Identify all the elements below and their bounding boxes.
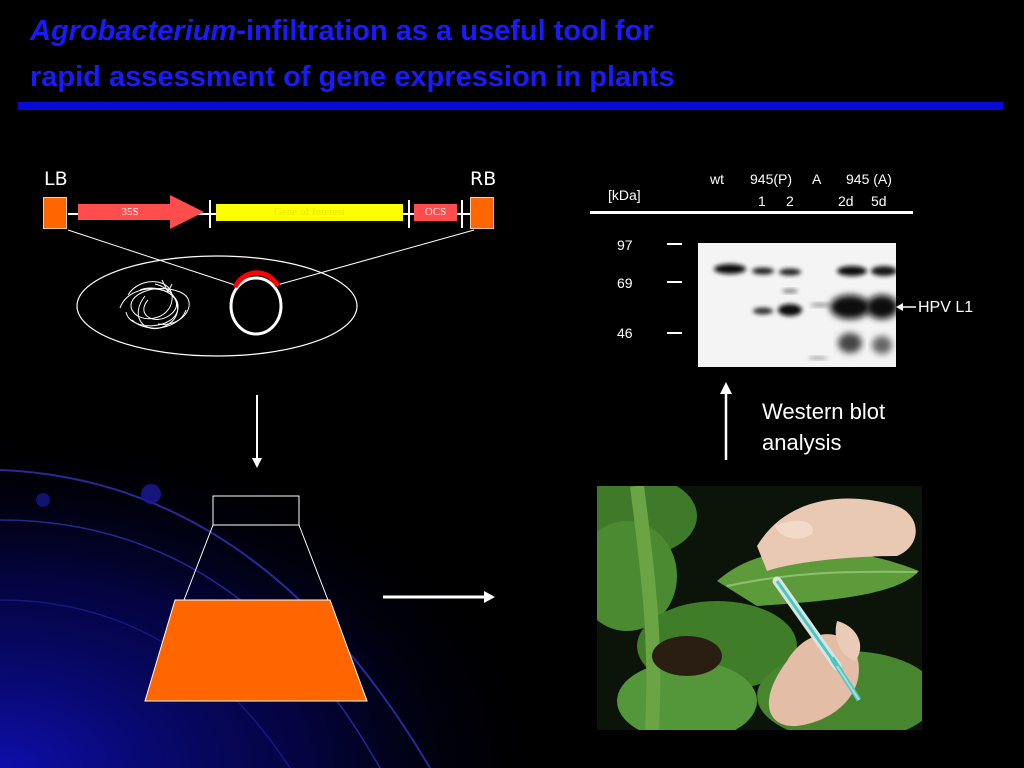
left-border-label: LB [44,168,68,190]
kda-unit-label: [kDa] [608,187,641,203]
right-border-box [470,197,494,229]
marker-dash [667,281,682,283]
gene-of-interest-label: Gene of Interest [274,206,345,218]
construct-tick [461,200,463,228]
terminator-label: OCS [424,206,447,218]
right-arrow-head [484,591,495,603]
projection-line [276,229,475,286]
marker-46: 46 [617,325,633,341]
lane-945a: 945 (A) [846,171,892,187]
marker-dash [667,332,682,334]
flask-neck [212,495,300,526]
plasmid-ring [229,276,283,336]
up-arrow [720,382,732,460]
western-blot-image [698,243,898,367]
lane-5d: 5d [871,193,887,209]
leaf-infiltration-photo [597,486,922,730]
title-underline [18,102,1003,110]
right-border-label: RB [470,168,497,190]
marker-97: 97 [617,237,633,253]
lane-2d: 2d [838,193,854,209]
hpv-l1-label: HPV L1 [918,299,974,316]
title-italic: Agrobacterium [30,15,237,47]
chromosome-icon [119,279,190,330]
construct-tick [408,200,410,228]
bacterial-cell [76,255,358,357]
slide-title: Agrobacterium-infiltration as a useful t… [30,8,675,100]
gene-of-interest-box [216,204,403,221]
caption-line2: analysis [762,430,842,455]
lane-945p: 945(P) [750,171,793,187]
agrobacterium-diagram [67,229,495,702]
projection-line [67,229,236,286]
band-pointer-arrow [896,303,916,311]
lane-2: 2 [786,193,794,209]
terminator-box [414,204,457,221]
marker-69: 69 [617,275,633,291]
blot-header-rule [590,211,913,214]
marker-dash [667,243,682,245]
caption-line1: Western blot [762,399,886,424]
lane-1: 1 [758,193,766,209]
promoter-label: 35S [121,206,139,218]
lane-a: A [812,171,822,187]
lane-wt: wt [710,171,724,187]
construct-tick [209,200,211,228]
title-line1-rest: -infiltration as a useful tool for [236,15,654,47]
western-blot-caption: Western blot analysis [762,396,942,458]
down-arrow-head [252,458,262,468]
title-line2: rapid assessment of gene expression in p… [30,61,675,93]
plasmid-insert [232,270,281,289]
flask-culture [144,599,368,702]
promoter-arrow [78,195,204,229]
left-border-box [43,197,67,229]
